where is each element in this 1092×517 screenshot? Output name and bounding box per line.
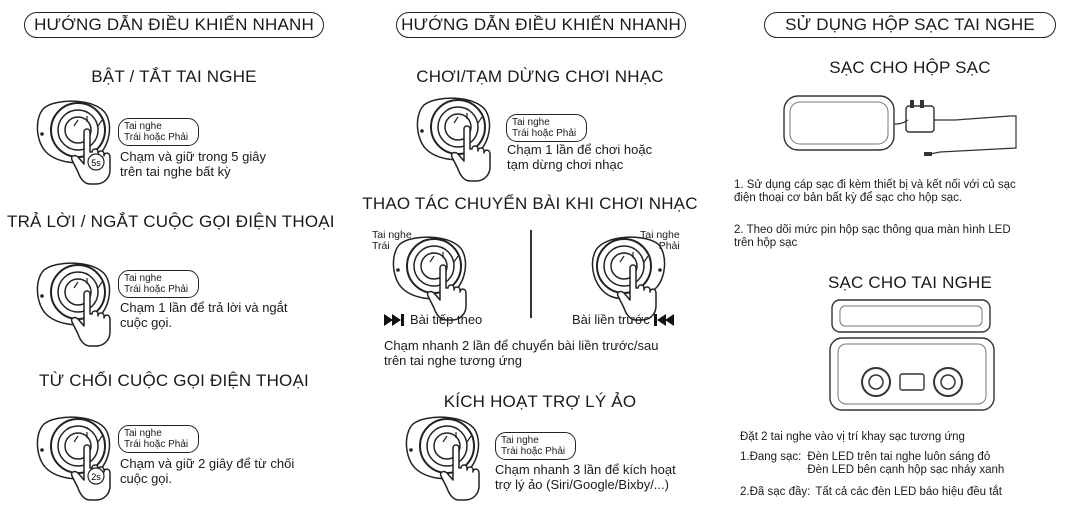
earbud-tag-play: Tai nghe Trái hoặc Phải: [506, 114, 588, 142]
earbud-tag-reject: Tai nghe Trái hoặc Phải: [118, 425, 200, 453]
earbud-tag-assistant: Tai nghe Trái hoặc Phải: [495, 432, 577, 460]
description-track-switch: Chạm nhanh 2 lần để chuyển bài liền trướ…: [384, 338, 659, 368]
hold-2s-badge: 2s: [91, 472, 101, 482]
description-answer: Chạm 1 lần để trả lời và ngắt cuộc gọi.: [120, 300, 288, 330]
description-assistant: Chạm nhanh 3 lần để kích hoạt trợ lý ảo …: [495, 462, 676, 492]
column-2-header: HƯỚNG DẪN ĐIỀU KHIỂN NHANH: [396, 12, 686, 38]
description-play: Chạm 1 lần để chơi hoặc tạm dừng chơi nh…: [507, 142, 653, 172]
section-title-answer-call: TRẢ LỜI / NGẮT CUỘC GỌI ĐIỆN THOẠI: [7, 212, 335, 231]
left-earbud-label: Tai nghe Trái: [372, 229, 412, 252]
right-earbud-illustration: [588, 236, 688, 321]
column-3-header: SỬ DỤNG HỘP SẠC TAI NGHE: [764, 12, 1056, 38]
next-track-icon: [384, 313, 404, 326]
charging-status-row: 1.Đang sạc: Đèn LED trên tai nghe luôn s…: [740, 451, 1005, 476]
case-charge-step-1: 1. Sử dụng cáp sạc đi kèm thiết bị và kế…: [734, 179, 1016, 204]
open-charging-case-illustration: [828, 298, 998, 423]
section-title-power: BẬT / TẮT TAI NGHE: [91, 67, 257, 86]
section-title-track-switch: THAO TÁC CHUYỂN BÀI KHI CHƠI NHẠC: [362, 194, 698, 213]
right-earbud-label: Tai nghe Phải: [640, 229, 680, 252]
previous-track-row: Bài liền trước: [572, 312, 676, 327]
section-title-voice-assistant: KÍCH HOẠT TRỢ LÝ ẢO: [443, 392, 637, 411]
section-title-play-pause: CHƠI/TẠM DỪNG CHƠI NHẠC: [416, 67, 664, 86]
section-title-charge-case: SẠC CHO HỘP SẠC: [829, 58, 991, 77]
case-charge-step-2: 2. Theo dõi mức pin hộp sạc thông qua mà…: [734, 224, 1011, 249]
earbud-illustration-play: [414, 97, 514, 182]
earbud-illustration-reject: 2s: [34, 416, 134, 501]
earbud-tag-power: Tai nghe Trái hoặc Phải: [118, 118, 200, 146]
previous-track-icon: [653, 313, 674, 326]
full-charge-row: 2.Đã sạc đầy: Tất cả các đèn LED báo hiệ…: [740, 486, 1003, 498]
left-earbud-illustration: [390, 236, 490, 321]
earbud-tag-answer: Tai nghe Trái hoặc Phải: [118, 270, 200, 298]
hold-5s-badge: 5s: [91, 158, 101, 168]
earbud-illustration-power: 5s: [34, 100, 134, 185]
column-1-header: HƯỚNG DẪN ĐIỀU KHIỂN NHANH: [24, 12, 324, 38]
section-title-reject-call: TỪ CHỐI CUỘC GỌI ĐIỆN THOẠI: [39, 371, 309, 390]
description-reject: Chạm và giữ 2 giây để từ chối cuộc gọi.: [120, 456, 295, 486]
next-track-row: Bài tiếp theo: [384, 312, 482, 327]
charging-case-with-adapter-illustration: [780, 90, 1040, 175]
section-title-charge-earbuds: SẠC CHO TAI NGHE: [827, 273, 993, 292]
column-2-divider: [530, 230, 532, 318]
earbud-illustration-assistant: [403, 416, 503, 501]
earbud-charge-intro: Đặt 2 tai nghe vào vị trí khay sạc tương…: [740, 431, 965, 443]
description-power: Chạm và giữ trong 5 giây trên tai nghe b…: [120, 149, 266, 179]
